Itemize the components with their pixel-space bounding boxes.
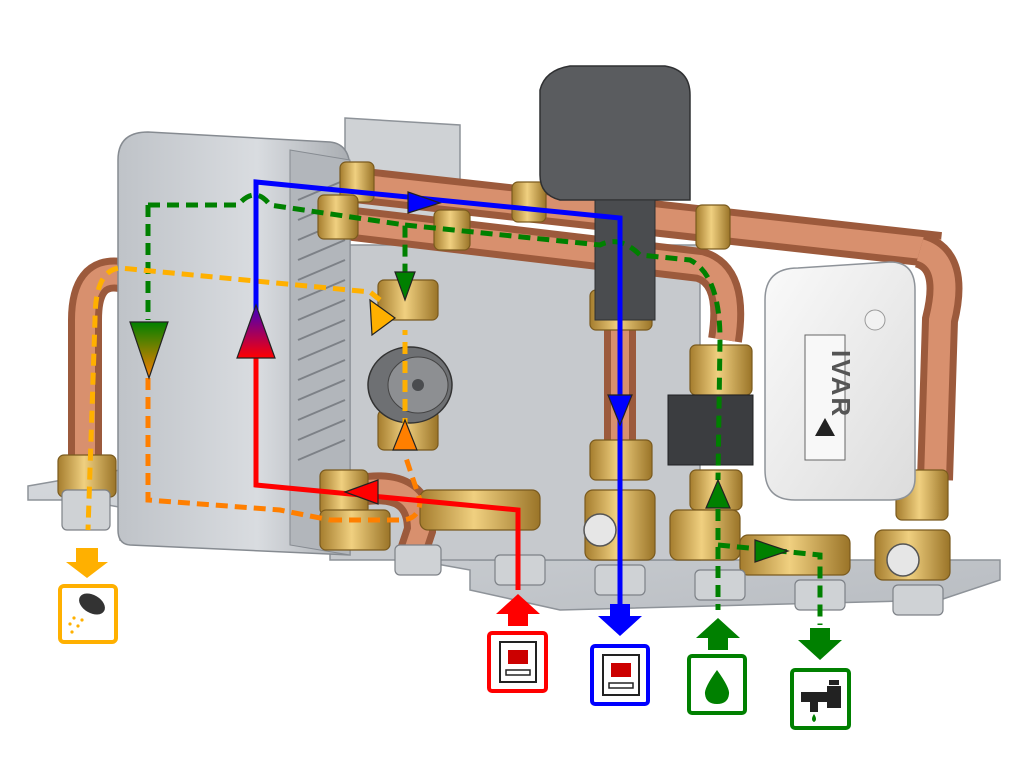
electronic-control-box: IVAR xyxy=(764,261,916,501)
cold-up-arrow xyxy=(705,478,731,509)
cold-down-arrow xyxy=(394,271,416,302)
shower-connection xyxy=(58,548,118,644)
cold-to-mixed-arrow xyxy=(129,321,169,380)
cold-outlet-down-arrow xyxy=(798,628,842,660)
hot-water-to-shower-flow-path xyxy=(85,265,408,531)
heat-flow-up-arrow xyxy=(496,594,540,626)
cold-water-outlet-connection xyxy=(790,628,851,730)
heat-return-down-arrow xyxy=(598,604,642,636)
thermostatic-mixing-valve xyxy=(367,346,453,424)
primary-return-arrow xyxy=(407,191,442,214)
mixed-up-arrow xyxy=(392,418,418,451)
shower-down-arrow xyxy=(66,548,108,578)
primary-flow-arrow xyxy=(236,303,276,359)
primary-flow-left-arrow xyxy=(343,479,379,505)
cold-inlet-up-arrow xyxy=(696,618,740,650)
plate-heat-exchanger xyxy=(117,131,351,556)
cold-water-outlet-tap-icon xyxy=(801,680,841,722)
return-down-arrow xyxy=(607,394,633,427)
flow-direction-arrows xyxy=(129,191,790,563)
heat-source-flow-icon xyxy=(499,641,537,683)
shower-icon xyxy=(68,593,105,634)
cold-water-inlet-icon xyxy=(704,670,730,704)
circulation-pump xyxy=(539,65,754,466)
heat-source-flow-connection xyxy=(487,594,548,693)
ball-valves xyxy=(583,513,920,577)
warning-icon xyxy=(815,418,835,436)
heat-source-return-icon xyxy=(602,654,640,696)
primary-heating-flow-path xyxy=(253,355,521,590)
cold-water-flow-path xyxy=(145,192,823,625)
cold-right-arrow xyxy=(754,539,790,563)
hot-up-arrow xyxy=(369,298,397,337)
heat-source-return-connection xyxy=(590,604,650,706)
cold-water-inlet-connection xyxy=(687,618,747,715)
brand-label: IVAR xyxy=(826,350,856,418)
